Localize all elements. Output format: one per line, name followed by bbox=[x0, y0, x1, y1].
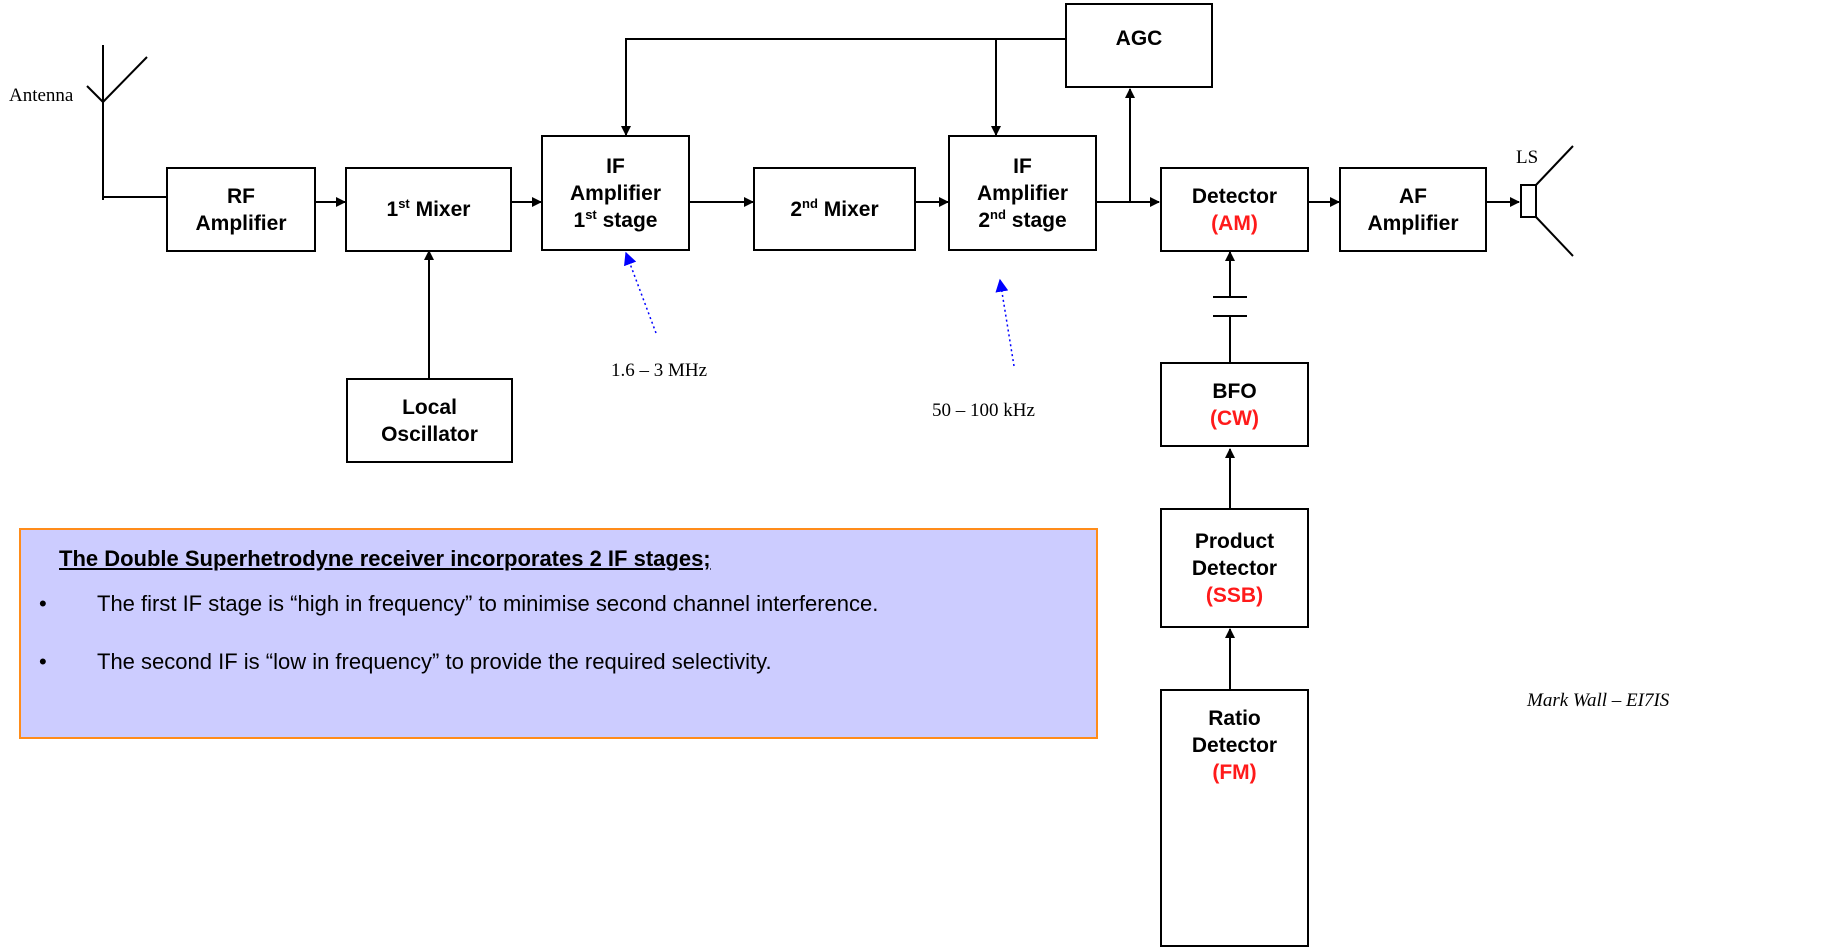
mixer2-label: 2nd Mixer bbox=[790, 195, 879, 221]
detector-label: Detector bbox=[1191, 184, 1278, 208]
bfo-block: BFO (CW) bbox=[1160, 362, 1309, 447]
second-mixer-block: 2nd Mixer bbox=[753, 167, 916, 251]
if-amplifier-second-stage-block: IF Amplifier 2nd stage bbox=[948, 135, 1097, 251]
antenna-icon bbox=[86, 45, 148, 200]
af-amplifier-block: AF Amplifier bbox=[1339, 167, 1487, 252]
agc-label: AGC bbox=[1115, 27, 1163, 50]
note-title: The Double Superhetrodyne receiver incor… bbox=[59, 546, 711, 571]
freq-pointer-if1 bbox=[624, 251, 657, 334]
af-amp-line1: AF bbox=[1399, 184, 1427, 208]
explanation-note-box: The Double Superhetrodyne receiver incor… bbox=[19, 528, 1098, 739]
detector-block: Detector (AM) bbox=[1160, 167, 1309, 252]
rf-amp-line2: Amplifier bbox=[195, 211, 287, 235]
first-mixer-block: 1st Mixer bbox=[345, 167, 512, 252]
product-detector-block: Product Detector (SSB) bbox=[1160, 508, 1309, 628]
rf-amp-line1: RF bbox=[227, 184, 255, 208]
ratio-line2: Detector bbox=[1191, 734, 1278, 757]
ratio-detector-block: Ratio Detector (FM) bbox=[1160, 689, 1309, 947]
lo-line2: Oscillator bbox=[381, 422, 478, 446]
product-mode: (SSB) bbox=[1205, 583, 1264, 607]
note-bullet: • The first IF stage is “high in frequenc… bbox=[39, 588, 878, 620]
freq-pointer-if2 bbox=[995, 278, 1015, 367]
antenna-label: Antenna bbox=[9, 85, 74, 106]
ratio-mode: (FM) bbox=[1212, 761, 1257, 784]
bullet-marker: • bbox=[39, 649, 47, 674]
author-signature: Mark Wall – EI7IS bbox=[1527, 690, 1670, 711]
note-bullet-text: The second IF is “low in frequency” to p… bbox=[97, 649, 772, 674]
rf-amplifier-block: RF Amplifier bbox=[166, 167, 316, 252]
if-amplifier-first-stage-block: IF Amplifier 1st stage bbox=[541, 135, 690, 251]
lo-line1: Local bbox=[402, 395, 457, 419]
ratio-line1: Ratio bbox=[1208, 707, 1261, 730]
product-line2: Detector bbox=[1191, 556, 1278, 580]
if2-line3: 2nd stage bbox=[978, 206, 1067, 232]
if2-frequency-label: 50 – 100 kHz bbox=[932, 400, 1035, 421]
detector-mode: (AM) bbox=[1211, 211, 1258, 235]
if1-line2: Amplifier bbox=[569, 181, 661, 205]
agc-block: AGC bbox=[1065, 3, 1213, 88]
if1-line3: 1st stage bbox=[573, 206, 658, 232]
if1-line1: IF bbox=[606, 154, 625, 178]
af-amp-line2: Amplifier bbox=[1367, 211, 1459, 235]
loudspeaker-icon bbox=[1520, 145, 1574, 257]
if2-line1: IF bbox=[1013, 154, 1032, 178]
if1-frequency-label: 1.6 – 3 MHz bbox=[611, 360, 708, 381]
product-line1: Product bbox=[1194, 529, 1275, 553]
note-bullet-text: The first IF stage is “high in frequency… bbox=[97, 591, 879, 616]
bfo-mode: (CW) bbox=[1210, 406, 1259, 430]
mixer1-label: 1st Mixer bbox=[386, 196, 471, 221]
if2-line2: Amplifier bbox=[976, 181, 1068, 205]
bullet-marker: • bbox=[39, 591, 47, 616]
bfo-label: BFO bbox=[1212, 379, 1257, 403]
local-oscillator-block: Local Oscillator bbox=[346, 378, 513, 463]
note-bullet: • The second IF is “low in frequency” to … bbox=[39, 646, 878, 678]
note-bullet-list: • The first IF stage is “high in frequenc… bbox=[39, 588, 878, 704]
agc-feedback-line bbox=[621, 38, 1065, 136]
speaker-label: LS bbox=[1516, 147, 1539, 168]
